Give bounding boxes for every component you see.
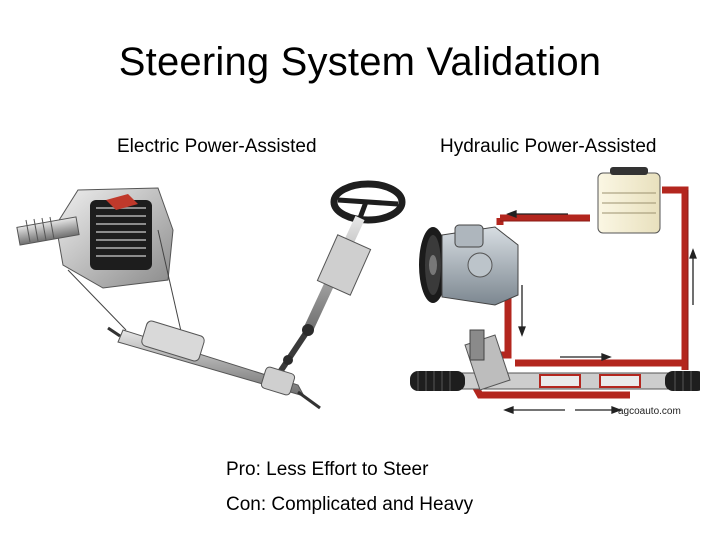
pros-cons: Pro: Less Effort to Steer Con: Complicat… [226, 452, 473, 522]
steering-wheel [334, 184, 402, 220]
slide-title: Steering System Validation [0, 40, 720, 85]
electric-motor-cutaway [17, 188, 173, 288]
electric-label: Electric Power-Assisted [117, 136, 317, 158]
fluid-reservoir [598, 167, 660, 233]
hydraulic-steering-illustration [400, 165, 700, 435]
con-text: Con: Complicated and Heavy [226, 487, 473, 522]
steering-column [278, 218, 371, 375]
watermark-text: agcoauto.com [618, 406, 681, 417]
pro-text: Pro: Less Effort to Steer [226, 452, 473, 487]
hydraulic-label: Hydraulic Power-Assisted [440, 136, 656, 158]
hydraulic-pump [419, 225, 518, 305]
electric-steering-illustration [8, 170, 408, 420]
